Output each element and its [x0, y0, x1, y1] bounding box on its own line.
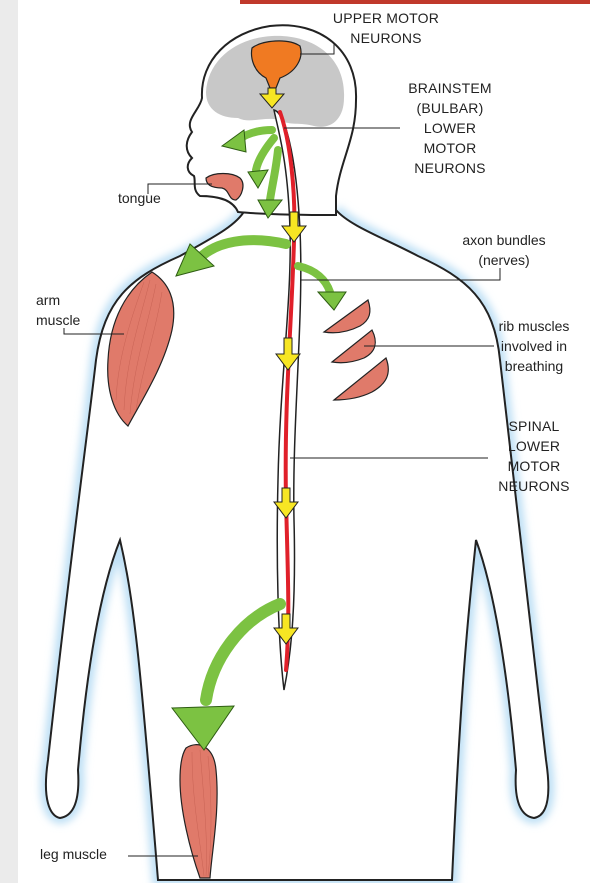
label-tongue: tongue — [118, 188, 161, 208]
label-leg-muscle: leg muscle — [40, 844, 107, 864]
label-rib-muscles: rib muscles involved in breathing — [484, 316, 584, 376]
label-brainstem-lower-motor-neurons: BRAINSTEM (BULBAR) LOWER MOTOR NEURONS — [394, 78, 506, 178]
label-arm-muscle: arm muscle — [36, 290, 80, 330]
label-axon-bundles: axon bundles (nerves) — [452, 230, 556, 270]
label-upper-motor-neurons: UPPER MOTOR NEURONS — [326, 8, 446, 48]
label-spinal-lower-motor-neurons: SPINAL LOWER MOTOR NEURONS — [484, 416, 584, 496]
